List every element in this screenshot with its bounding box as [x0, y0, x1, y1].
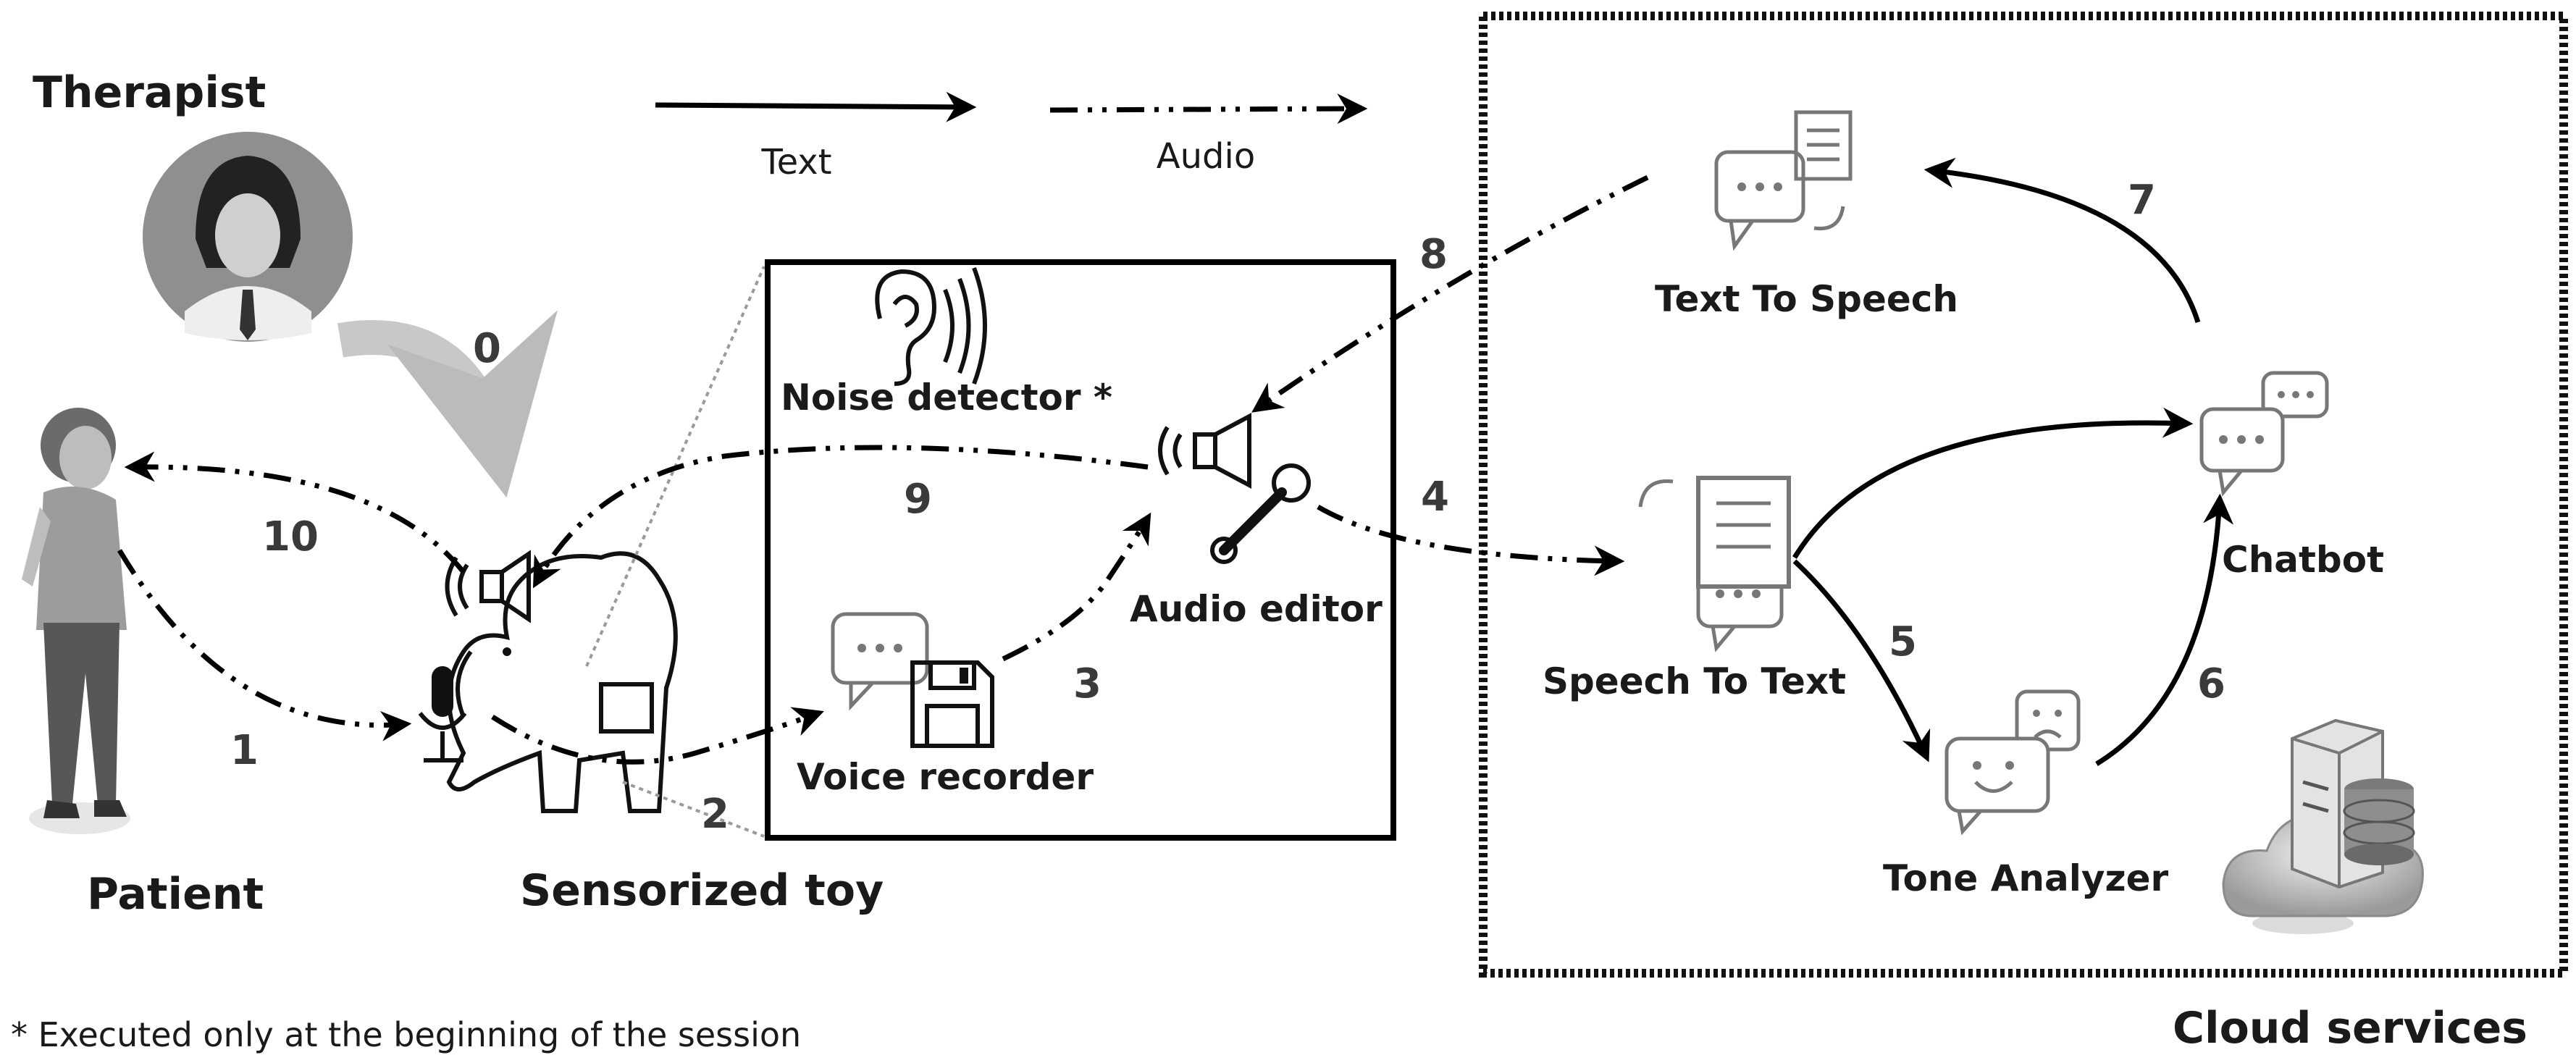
cloud-services-frame	[1479, 12, 2568, 978]
legend-audio-arrow	[1049, 93, 1368, 125]
flow-4-arrow	[1317, 504, 1625, 576]
step-3: 3	[1073, 660, 1102, 707]
legend-text-label: Text	[760, 142, 831, 182]
step-8: 8	[1419, 231, 1448, 278]
speech-to-text-icon	[1638, 476, 1791, 652]
audio-editor-label: Audio editor	[1130, 588, 1383, 630]
microphone-icon	[418, 666, 467, 762]
voice-recorder-label: Voice recorder	[797, 756, 1094, 798]
flow-6-arrow	[2095, 493, 2234, 766]
legend-audio-label: Audio	[1157, 136, 1255, 177]
toy-label: Sensorized toy	[520, 865, 884, 916]
cloud-server-icon	[2222, 718, 2424, 934]
tone-analyzer-label: Tone Analyzer	[1883, 857, 2169, 899]
legend: Text Audio	[655, 91, 1368, 182]
footnote: * Executed only at the beginning of the …	[11, 1015, 801, 1054]
speech-to-text-label: Speech To Text	[1543, 660, 1846, 702]
audio-editor-speaker-icon	[1158, 413, 1251, 489]
step-5: 5	[1889, 618, 1917, 665]
flow-10-arrow	[124, 451, 466, 574]
therapist-label: Therapist	[33, 67, 266, 118]
chatbot-label: Chatbot	[2222, 539, 2384, 581]
step-9: 9	[904, 476, 932, 523]
legend-text-arrow	[655, 91, 977, 122]
flow-9-arrow	[532, 445, 1149, 589]
step-0: 0	[473, 325, 501, 372]
ear-icon	[875, 266, 987, 386]
step-6: 6	[2197, 660, 2225, 707]
text-to-speech-icon	[1714, 110, 1853, 251]
step-7: 7	[2128, 177, 2156, 224]
toy-elephant	[446, 551, 678, 813]
flow-8-arrow	[1251, 175, 1649, 413]
flow-7-arrow	[1923, 157, 2201, 324]
step-1: 1	[230, 727, 259, 774]
step-10: 10	[262, 513, 319, 560]
step-4: 4	[1421, 474, 1449, 521]
flow-2-arrow	[491, 707, 824, 765]
text-to-speech-label: Text To Speech	[1655, 278, 1958, 320]
therapist-to-toy-arrow	[337, 310, 558, 498]
patient-label: Patient	[87, 869, 264, 920]
noise-detector-label: Noise detector *	[781, 377, 1112, 419]
patient-figure	[22, 408, 130, 834]
cloud-services-title: Cloud services	[2173, 1003, 2527, 1054]
flow-5-arrow	[1792, 559, 1931, 762]
step-2: 2	[701, 791, 729, 838]
therapist-avatar	[143, 132, 353, 342]
chatbot-icon	[2199, 371, 2329, 497]
wrench-icon	[1210, 463, 1311, 564]
toy-modules-box	[765, 259, 1396, 841]
tone-analyzer-icon	[1944, 689, 2081, 836]
flow-stt-chatbot-arrow	[1792, 407, 2194, 559]
flow-1-arrow	[117, 549, 412, 741]
voice-recorder-bubble-icon	[831, 612, 929, 711]
floppy-disk-icon	[910, 660, 994, 748]
flow-3-arrow	[1002, 512, 1151, 662]
